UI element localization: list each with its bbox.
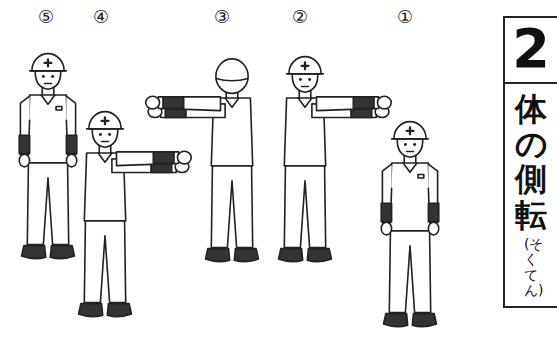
section-title: 体の側転 bbox=[515, 92, 547, 233]
worker-figure bbox=[79, 112, 192, 317]
title-reading: (そくてん) bbox=[524, 237, 538, 299]
section-number: 2 bbox=[505, 18, 557, 84]
worker-figure bbox=[19, 54, 77, 259]
callout-number: ④ bbox=[93, 8, 109, 26]
worker-figure bbox=[381, 122, 439, 327]
worker-figure bbox=[279, 57, 392, 262]
title-box: 2 体の側転 (そくてん) bbox=[503, 16, 557, 308]
callout-number: ② bbox=[292, 8, 308, 26]
worker-figure bbox=[146, 59, 259, 262]
callout-number: ③ bbox=[214, 8, 230, 26]
callout-number: ① bbox=[397, 8, 413, 26]
callout-number: ⑤ bbox=[38, 8, 54, 26]
